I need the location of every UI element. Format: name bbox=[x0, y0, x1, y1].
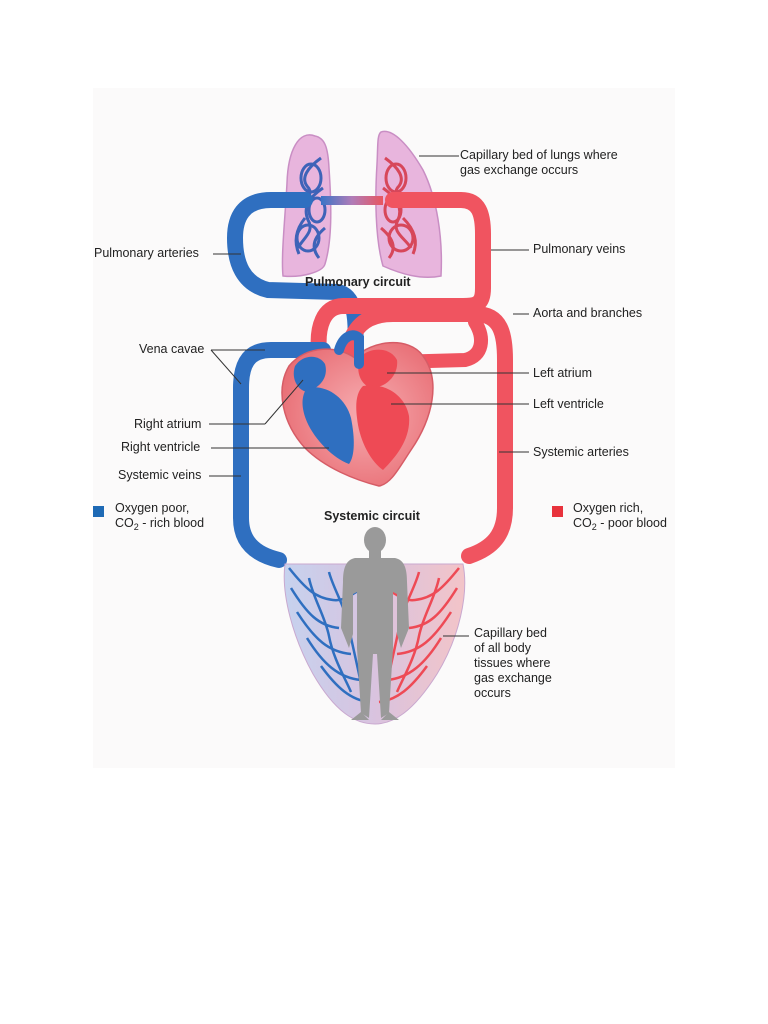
right-atrium-chamber bbox=[293, 356, 326, 392]
legend-oxygen-rich-line2: CO2 - poor blood bbox=[573, 516, 667, 532]
leader-lines bbox=[209, 155, 529, 637]
lungs bbox=[281, 130, 443, 278]
label-capillary-body-line4: gas exchange bbox=[474, 671, 552, 685]
pulmonary-vein-vessel bbox=[310, 192, 491, 358]
label-left-ventricle: Left ventricle bbox=[533, 397, 604, 411]
left-atrium-chamber bbox=[358, 349, 398, 388]
label-left-atrium: Left atrium bbox=[533, 366, 593, 380]
aorta-vessel bbox=[339, 306, 513, 564]
label-systemic-circuit: Systemic circuit bbox=[324, 509, 420, 523]
human-silhouette bbox=[341, 527, 409, 720]
label-right-ventricle: Right ventricle bbox=[121, 440, 201, 454]
legend-swatch-oxygen-rich bbox=[552, 506, 563, 517]
label-right-atrium: Right atrium bbox=[134, 417, 202, 431]
legend-oxygen-poor-line2: CO2 - rich blood bbox=[115, 516, 205, 532]
label-pulmonary-circuit: Pulmonary circuit bbox=[305, 275, 411, 289]
label-capillary-body-line5: occurs bbox=[474, 686, 511, 700]
legend-oxygen-rich-line1: Oxygen rich, bbox=[573, 501, 644, 515]
label-systemic-arteries: Systemic arteries bbox=[533, 445, 629, 459]
legend-swatch-oxygen-poor bbox=[93, 506, 104, 517]
label-capillary-lungs-line1: Capillary bed of lungs where bbox=[460, 148, 618, 162]
legend-oxygen-poor-line1: Oxygen poor, bbox=[115, 501, 190, 515]
label-vena-cavae: Vena cavae bbox=[139, 342, 205, 356]
label-capillary-body-line3: tissues where bbox=[474, 656, 551, 670]
label-capillary-body-line2: of all body bbox=[474, 641, 531, 655]
right-ventricle-chamber bbox=[302, 387, 354, 464]
left-ventricle-chamber bbox=[356, 385, 410, 470]
circulation-illustration bbox=[209, 130, 529, 725]
circulation-diagram: Capillary bed of lungs where gas exchang… bbox=[93, 88, 675, 768]
label-pulmonary-veins: Pulmonary veins bbox=[533, 242, 626, 256]
aortic-branch-vessel bbox=[386, 315, 488, 369]
label-pulmonary-arteries: Pulmonary arteries bbox=[94, 246, 199, 260]
systemic-vein-vessel bbox=[233, 342, 331, 568]
label-capillary-lungs-line2: gas exchange occurs bbox=[460, 163, 579, 177]
heart bbox=[281, 330, 434, 487]
label-aorta-and-branches: Aorta and branches bbox=[533, 306, 643, 320]
label-systemic-veins: Systemic veins bbox=[118, 468, 202, 482]
label-capillary-body-line1: Capillary bed bbox=[474, 626, 547, 640]
